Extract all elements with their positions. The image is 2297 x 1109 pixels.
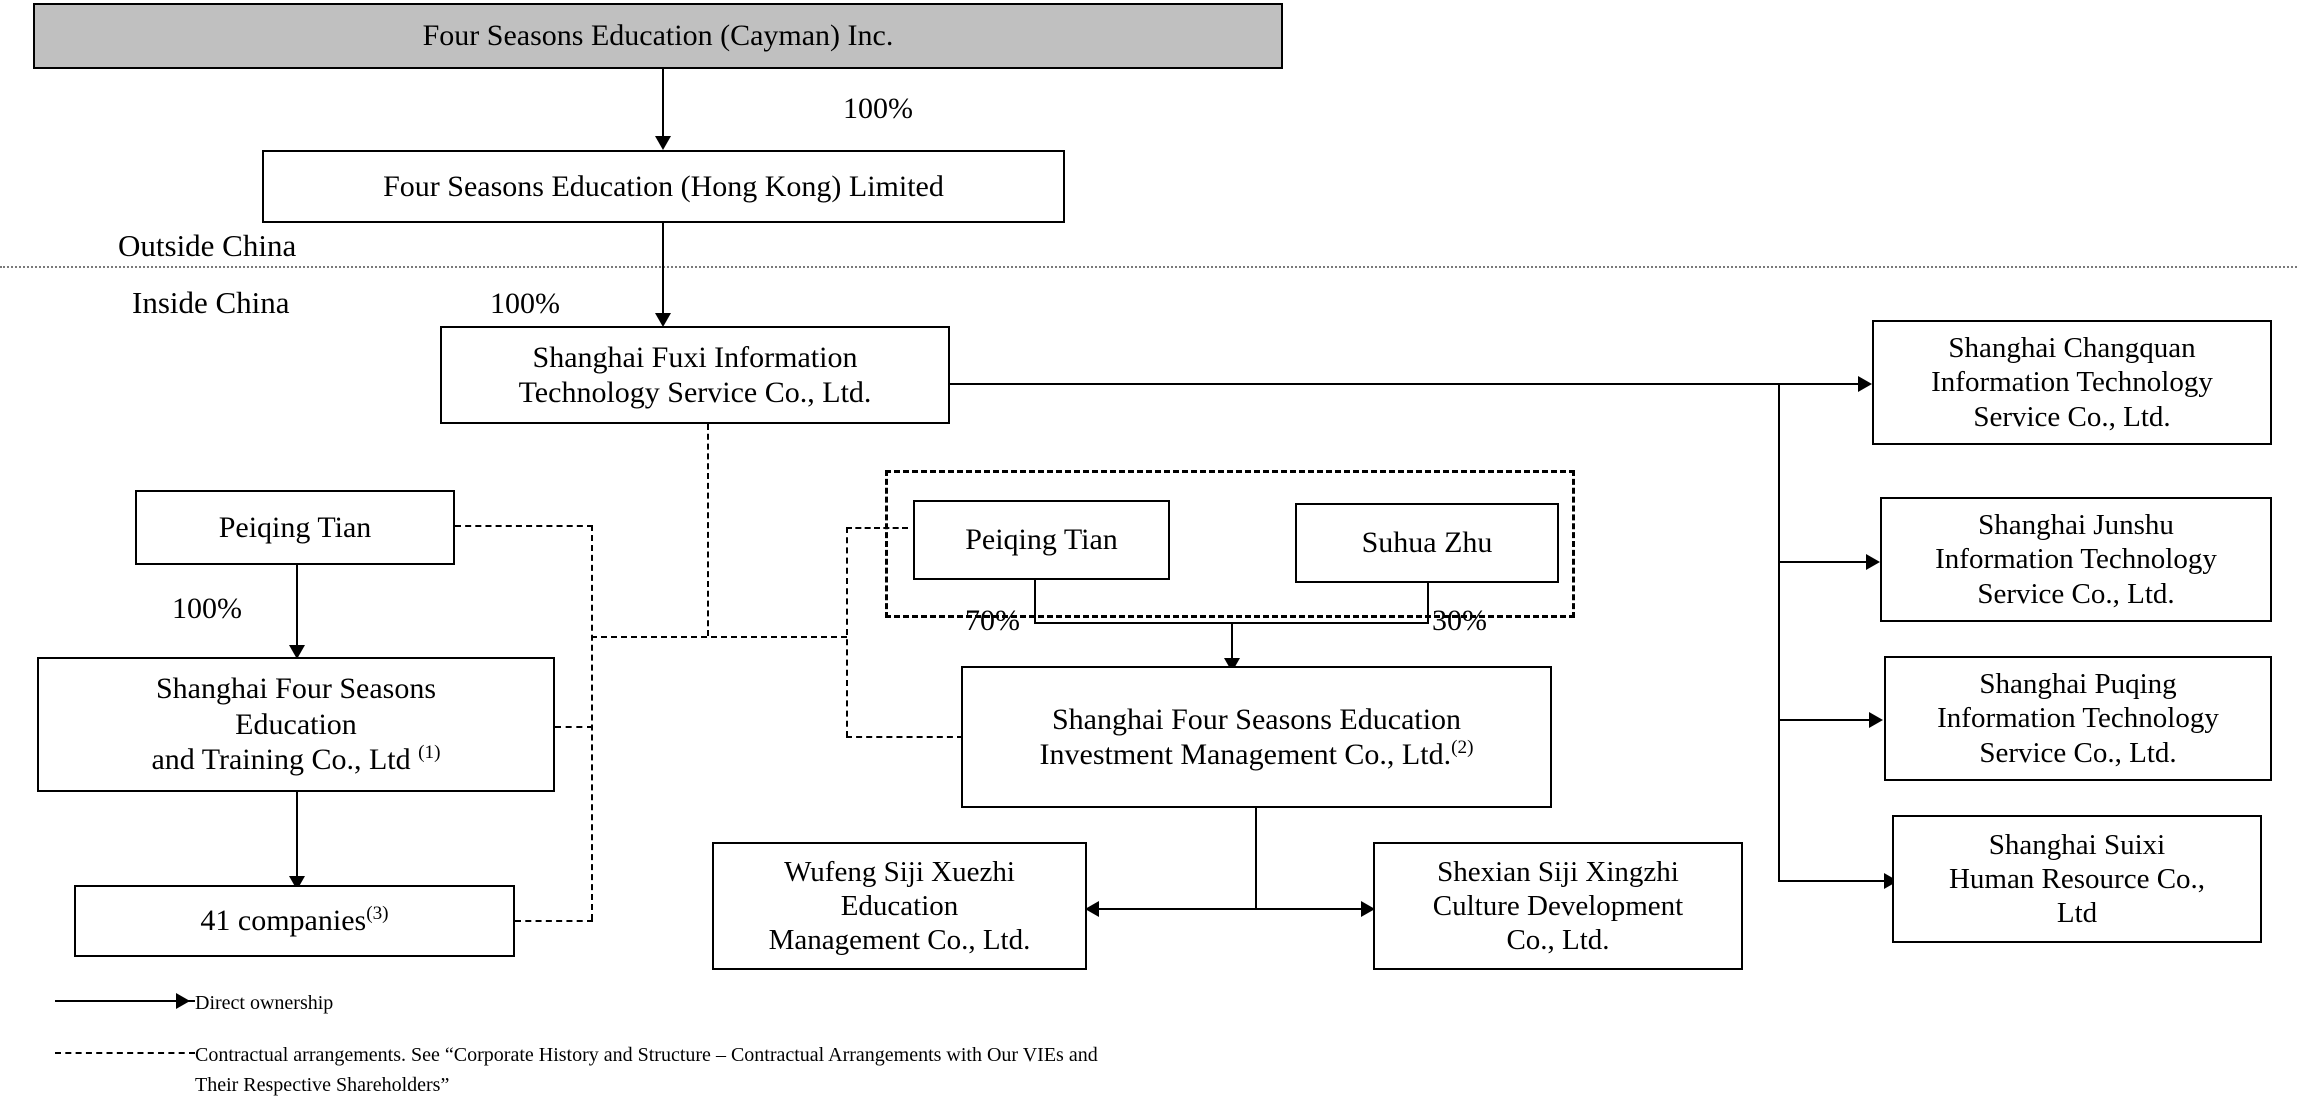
node-suixi[interactable]: Shanghai Suixi Human Resource Co., Ltd <box>1892 815 2262 943</box>
edge-investment-down-stem <box>1255 808 1257 909</box>
legend-dashed-label: Contractual arrangements. See “Corporate… <box>195 1040 1595 1100</box>
region-label-inside-china: Inside China <box>132 285 290 320</box>
edge-label-tian-to-investment: 70% <box>965 604 1020 637</box>
arrowhead-trunk-to-puqing <box>1869 712 1883 728</box>
node-peiqing-tian-center[interactable]: Peiqing Tian <box>913 500 1170 580</box>
edge-tian-center-down <box>1034 580 1036 624</box>
arrowhead-trunk-to-changquan <box>1858 376 1872 392</box>
node-changquan[interactable]: Shanghai Changquan Information Technolog… <box>1872 320 2272 445</box>
contract-line-to-41-companies <box>515 920 593 922</box>
node-fuxi[interactable]: Shanghai Fuxi Information Technology Ser… <box>440 326 950 424</box>
legend-dashed-label-line2: Their Respective Shareholders” <box>195 1074 450 1096</box>
edge-zhu-down <box>1427 583 1429 624</box>
edge-label-tian-to-training: 100% <box>172 592 242 625</box>
right-trunk-vertical <box>1778 383 1780 881</box>
arrowhead-hongkong-to-fuxi <box>655 313 671 327</box>
shareholder-group-box <box>885 470 1575 618</box>
contract-line-left-vertical <box>591 525 593 920</box>
edge-cayman-to-hongkong <box>662 69 664 141</box>
china-border-divider <box>0 266 2297 268</box>
legend-solid-line-sample <box>55 1000 195 1002</box>
node-training[interactable]: Shanghai Four Seasons Education and Trai… <box>37 657 555 792</box>
edge-label-zhu-to-investment: 30% <box>1432 604 1487 637</box>
node-investment-management[interactable]: Shanghai Four Seasons Education Investme… <box>961 666 1552 808</box>
contract-line-to-training <box>555 726 593 728</box>
edge-training-to-41companies <box>296 792 298 884</box>
edge-trunk-to-junshu <box>1778 561 1870 563</box>
node-cayman[interactable]: Four Seasons Education (Cayman) Inc. <box>33 3 1283 69</box>
node-peiqing-tian-left[interactable]: Peiqing Tian <box>135 490 455 565</box>
contract-line-spine <box>591 636 847 638</box>
contract-line-to-investment <box>846 736 963 738</box>
edge-hongkong-to-fuxi <box>662 223 664 323</box>
edge-label-hongkong-to-fuxi: 100% <box>490 287 560 320</box>
legend-dashed-line-sample <box>55 1052 195 1054</box>
edge-trunk-to-puqing <box>1778 719 1873 721</box>
arrowhead-cayman-to-hongkong <box>655 136 671 150</box>
edge-fuxi-to-right-trunk <box>950 383 1780 385</box>
node-hongkong[interactable]: Four Seasons Education (Hong Kong) Limit… <box>262 150 1065 223</box>
edge-merge-to-investment <box>1231 622 1233 666</box>
node-41-companies[interactable]: 41 companies(3) <box>74 885 515 957</box>
arrowhead-trunk-to-junshu <box>1866 554 1880 570</box>
arrowhead-tian-to-training <box>289 645 305 659</box>
legend-dashed-label-line1: Contractual arrangements. See “Corporate… <box>195 1044 1098 1066</box>
edge-label-cayman-to-hongkong: 100% <box>843 92 913 125</box>
node-suhua-zhu[interactable]: Suhua Zhu <box>1295 503 1559 583</box>
edge-investment-to-subsidiaries <box>1097 908 1375 910</box>
edge-tian-to-training <box>296 565 298 653</box>
arrowhead-to-wufeng <box>1085 901 1099 917</box>
contract-line-fuxi-stem <box>707 424 709 636</box>
contract-line-to-shareholder-group <box>846 527 908 529</box>
contract-line-right-vertical <box>846 527 848 737</box>
edge-trunk-to-changquan <box>1778 383 1862 385</box>
region-label-outside-china: Outside China <box>118 228 297 263</box>
node-wufeng[interactable]: Wufeng Siji Xuezhi Education Management … <box>712 842 1087 970</box>
legend-solid-label: Direct ownership <box>195 992 334 1014</box>
node-shexian[interactable]: Shexian Siji Xingzhi Culture Development… <box>1373 842 1743 970</box>
contract-line-to-peiqing-tian-left <box>455 525 593 527</box>
node-junshu[interactable]: Shanghai Junshu Information Technology S… <box>1880 497 2272 622</box>
node-puqing[interactable]: Shanghai Puqing Information Technology S… <box>1884 656 2272 781</box>
arrowhead-to-shexian <box>1361 901 1375 917</box>
edge-trunk-to-suixi <box>1778 880 1888 882</box>
